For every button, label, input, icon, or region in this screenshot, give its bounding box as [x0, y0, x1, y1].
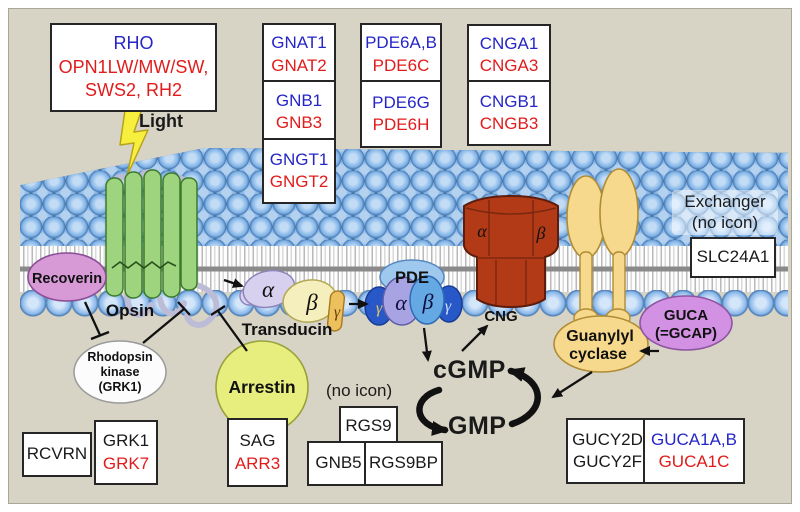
gene-gngt2: GNGT2 — [269, 172, 329, 191]
pde-beta-label: β — [422, 289, 434, 314]
gene-box-gngt: GNGT1 GNGT2 — [262, 138, 336, 204]
exchanger-note-line2: (no icon) — [691, 213, 759, 233]
gene-slc24a1: SLC24A1 — [696, 247, 770, 267]
gene-box-sag: SAG ARR3 — [227, 418, 288, 487]
cng-beta-label: β — [536, 223, 546, 243]
gene-box-gucy2: GUCY2D GUCY2F — [566, 418, 649, 484]
pde-gamma-left-label: γ — [376, 300, 383, 317]
exchanger-note: Exchanger (no icon) — [672, 190, 778, 235]
gene-box-cngb: CNGB1 CNGB3 — [467, 80, 551, 146]
rhodopsin-kinase-protein: Rhodopsin kinase (GRK1) — [73, 340, 167, 404]
opsin-label: Opsin — [106, 301, 154, 320]
gene-cnga3: CNGA3 — [479, 56, 539, 75]
gene-pde6ab: PDE6A,B — [365, 33, 437, 53]
gene-cngb1: CNGB1 — [479, 91, 539, 111]
gene-box-rcvrn: RCVRN — [22, 432, 92, 477]
gene-gucy2d: GUCY2D — [572, 429, 643, 449]
gene-guca1ab: GUCA1A,B — [651, 429, 737, 449]
arrow-opsin-to-transducin — [223, 278, 244, 288]
light-label: Light — [139, 111, 183, 131]
gene-rcvrn: RCVRN — [26, 444, 88, 464]
gene-pde6c: PDE6C — [372, 55, 430, 75]
cycle-arrow-gmp-to-cgmp — [507, 367, 541, 428]
transducin-complex: α β γ Transducin — [239, 269, 346, 339]
opsin-protein — [105, 169, 220, 328]
gene-grk1: GRK1 — [102, 431, 150, 451]
gene-rgs9: RGS9 — [345, 416, 392, 436]
gene-guca1c: GUCA1C — [658, 452, 730, 471]
gene-gnat2: GNAT2 — [271, 55, 327, 75]
pde-label: PDE — [395, 269, 429, 287]
gene-box-guca1: GUCA1A,B GUCA1C — [643, 418, 745, 484]
recoverin-protein: Recoverin — [27, 252, 107, 302]
rhodopsin-kinase-label-2: kinase — [101, 365, 140, 379]
arrestin-label: Arrestin — [228, 377, 295, 397]
inhibition-recoverin-to-kinase — [83, 301, 110, 341]
gene-box-pde6ab: PDE6A,B PDE6C — [360, 23, 442, 86]
transducin-label: Transducin — [242, 320, 333, 339]
gene-box-rgs9: RGS9 — [339, 406, 398, 447]
gene-gnb5: GNB5 — [315, 453, 362, 473]
arrow-guanylyl-to-cycle — [551, 371, 593, 399]
pde-alpha-label: α — [395, 290, 407, 315]
gene-box-pde6gh: PDE6G PDE6H — [360, 80, 442, 148]
gene-cnga1: CNGA1 — [479, 33, 539, 53]
recoverin-label: Recoverin — [32, 271, 102, 287]
transducin-beta-label: β — [305, 290, 318, 315]
gene-box-opsin: RHO OPN1LW/MW/SW, SWS2, RH2 — [50, 23, 217, 112]
gene-arr3: ARR3 — [234, 453, 281, 473]
cng-alpha-label: α — [477, 221, 487, 241]
gene-opn1: OPN1LW/MW/SW, — [58, 56, 209, 77]
guanylyl-cyclase-label-2: cyclase — [569, 346, 627, 363]
retinal-molecule — [111, 261, 177, 269]
gmp-label: GMP — [448, 412, 507, 440]
gene-gnb3: GNB3 — [275, 113, 323, 132]
guca-protein: GUCA (=GCAP) — [639, 295, 733, 351]
gene-box-gnb5: GNB5 — [307, 441, 370, 486]
gene-gngt1: GNGT1 — [269, 149, 329, 169]
pde-gamma-right-label: γ — [445, 298, 452, 315]
gene-box-cnga: CNGA1 CNGA3 — [467, 24, 551, 86]
rhodopsin-kinase-label-3: (GRK1) — [98, 380, 141, 394]
cng-label: CNG — [484, 308, 517, 325]
gene-cngb3: CNGB3 — [479, 114, 539, 133]
cycle-arrow-cgmp-to-gmp — [416, 386, 449, 436]
gene-box-gnb: GNB1 GNB3 — [262, 80, 336, 144]
gene-gucy2f: GUCY2F — [573, 452, 642, 471]
gene-gnb1: GNB1 — [275, 90, 323, 110]
cgmp-label: cGMP — [433, 356, 506, 384]
guca-label-1: GUCA — [664, 307, 708, 324]
guanylyl-cyclase-label-1: Guanylyl — [566, 328, 634, 345]
arrow-pde-to-cgmp — [421, 327, 432, 362]
gene-rgs9bp: RGS9BP — [369, 453, 438, 473]
rhodopsin-kinase-label-1: Rhodopsin — [87, 350, 152, 364]
gene-gnat1: GNAT1 — [271, 33, 327, 53]
inhibition-arrestin-to-opsin — [210, 305, 248, 352]
exchanger-note-line1: Exchanger — [684, 192, 766, 211]
gene-grk7: GRK7 — [102, 453, 150, 473]
pde-complex: PDE α β γ γ — [364, 259, 463, 326]
inhibition-kinase-to-opsin — [142, 301, 191, 344]
gene-sag: SAG — [239, 431, 276, 451]
gene-pde6h: PDE6H — [372, 115, 430, 134]
no-icon-note: (no icon) — [326, 381, 393, 400]
gene-pde6g: PDE6G — [372, 92, 430, 112]
transducin-alpha-label: α — [262, 277, 275, 302]
gene-box-grk: GRK1 GRK7 — [94, 420, 158, 485]
arrow-cgmp-to-cng — [461, 324, 489, 352]
gene-rho: RHO — [113, 32, 154, 53]
gene-box-slc24a1: SLC24A1 — [690, 237, 776, 278]
guca-label-2: (=GCAP) — [655, 325, 717, 342]
guanylyl-cyclase-protein: Guanylyl cyclase — [553, 168, 649, 373]
transducin-gamma-label: γ — [334, 304, 341, 321]
gene-box-rgs9bp: RGS9BP — [364, 441, 443, 486]
gene-sws2-rh2: SWS2, RH2 — [84, 80, 183, 101]
gene-box-gnat: GNAT1 GNAT2 — [262, 23, 336, 86]
cng-channel: α β CNG — [463, 194, 559, 325]
